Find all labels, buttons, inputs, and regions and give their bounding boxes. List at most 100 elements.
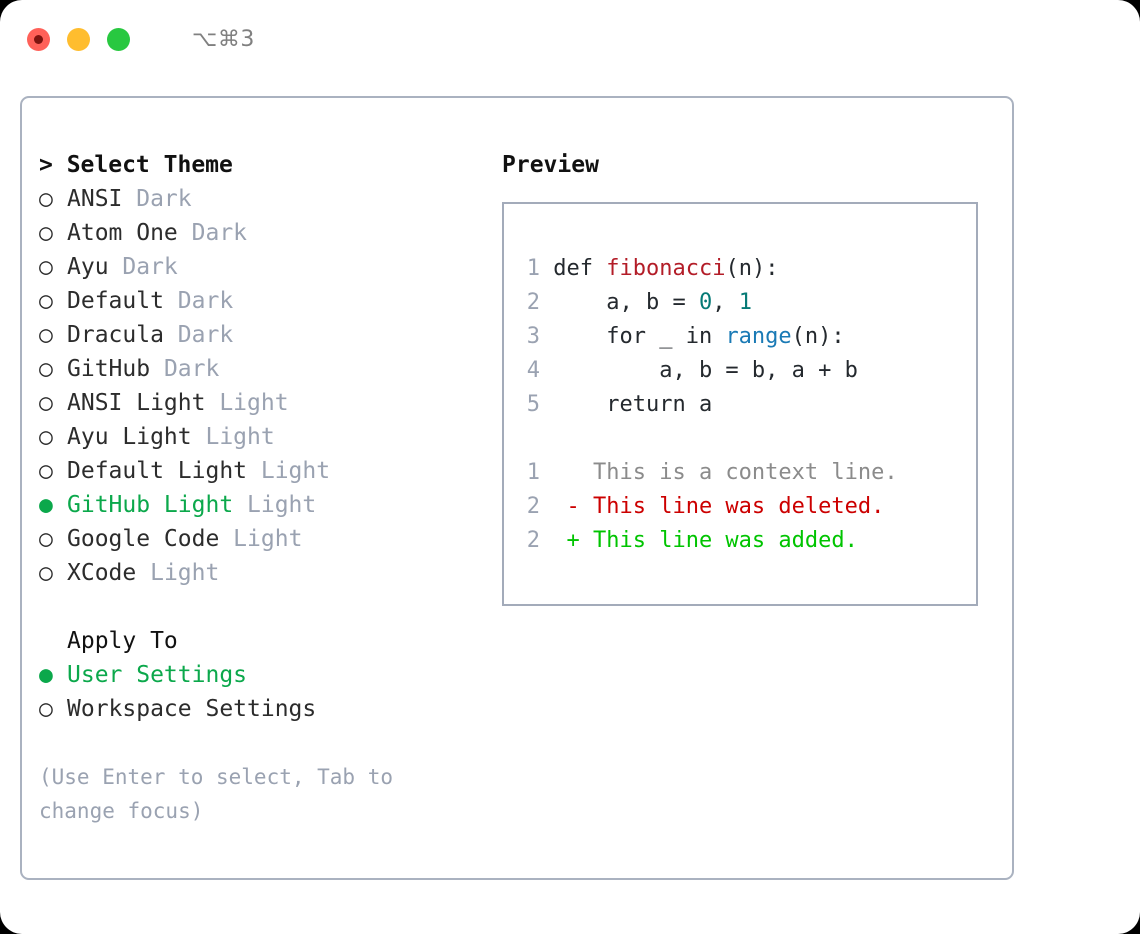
diff-line-ctx: 1 This is a context line. <box>526 456 976 490</box>
theme-option-variant-badge: Dark <box>108 254 178 280</box>
theme-option-variant-badge: Dark <box>177 220 248 246</box>
code-line: 5 return a <box>526 388 976 422</box>
preview-panel: Preview 1 def fibonacci(n):2 a, b = 0, 1… <box>502 148 992 606</box>
theme-option-label: ANSI Light <box>67 390 206 416</box>
content-frame: > Select Theme ○ANSI Dark○Atom One Dark○… <box>20 96 1014 880</box>
radio-selected-icon: ● <box>39 492 53 518</box>
code-gutter-space <box>540 290 553 315</box>
theme-option-variant-badge: Light <box>191 424 275 450</box>
code-token-function: fibonacci <box>606 256 726 281</box>
code-diff-gap <box>526 422 976 456</box>
code-gutter-space <box>540 324 553 349</box>
theme-option-variant-badge: Dark <box>150 356 220 382</box>
close-button[interactable] <box>27 27 50 51</box>
radio-unselected-icon: ○ <box>39 560 53 586</box>
code-line-number: 5 <box>526 392 540 417</box>
hint-spacer <box>39 726 489 760</box>
apply-to-option-label: User Settings <box>67 662 248 688</box>
theme-option-label: Dracula <box>67 322 164 348</box>
code-token-builtin: range <box>725 324 792 349</box>
diff-sample: 1 This is a context line.2 - This line w… <box>526 456 976 558</box>
theme-option-label: Default <box>67 288 164 314</box>
theme-option-0[interactable]: ○ ANSI Dark <box>39 182 489 216</box>
apply-to-option-label: Workspace Settings <box>67 696 317 722</box>
code-line: 1 def fibonacci(n): <box>526 252 976 286</box>
theme-option-2[interactable]: ○Ayu Dark <box>39 250 489 284</box>
radio-unselected-icon: ○ <box>39 390 53 416</box>
radio-unselected-icon: ○ <box>39 288 53 314</box>
diff-line-del: 2 - This line was deleted. <box>526 490 976 524</box>
theme-option-variant-badge: Light <box>247 458 331 484</box>
code-token-plain: , <box>712 290 739 315</box>
theme-option-3[interactable]: ○ Default Dark <box>39 284 489 318</box>
theme-option-8[interactable]: ○ Default Light Light <box>39 454 489 488</box>
theme-option-5[interactable]: ○ GitHub Dark <box>39 352 489 386</box>
code-line: 2 a, b = 0, 1 <box>526 286 976 320</box>
theme-option-7[interactable]: ○ Ayu Light Light <box>39 420 489 454</box>
code-line-number: 3 <box>526 324 540 349</box>
radio-unselected-icon: ○ <box>39 526 53 552</box>
theme-option-label: Google Code <box>67 526 220 552</box>
theme-option-label: Ayu <box>67 254 109 280</box>
radio-unselected-icon: ○ <box>39 186 53 212</box>
code-line-number: 1 <box>526 256 540 281</box>
diff-line-text: - This line was deleted. <box>540 494 885 519</box>
apply-to-option-list: ●User Settings ○ Workspace Settings <box>39 658 489 726</box>
diff-line-number: 2 <box>526 528 540 553</box>
code-token-plain: (n): <box>725 256 779 281</box>
theme-option-9[interactable]: ● GitHub Light Light <box>39 488 489 522</box>
apply-to-option-0[interactable]: ●User Settings <box>39 658 489 692</box>
theme-option-label: GitHub Light <box>67 492 234 518</box>
radio-unselected-icon: ○ <box>39 322 53 348</box>
code-token-plain: a, b = b, a + b <box>553 358 858 383</box>
code-line: 4 a, b = b, a + b <box>526 354 976 388</box>
theme-option-label: Ayu Light <box>67 424 192 450</box>
code-gutter-space <box>540 358 553 383</box>
theme-option-6[interactable]: ○ ANSI Light Light <box>39 386 489 420</box>
theme-option-variant-badge: Light <box>233 492 317 518</box>
theme-option-label: Atom One <box>67 220 178 246</box>
radio-unselected-icon: ○ <box>39 220 53 246</box>
diff-line-add: 2 + This line was added. <box>526 524 976 558</box>
theme-option-label: XCode <box>67 560 137 586</box>
apply-to-option-1[interactable]: ○ Workspace Settings <box>39 692 489 726</box>
minimize-button[interactable] <box>67 27 90 51</box>
theme-option-10[interactable]: ○Google Code Light <box>39 522 489 556</box>
theme-option-variant-badge: Dark <box>122 186 192 212</box>
theme-option-4[interactable]: ○Dracula Dark <box>39 318 489 352</box>
radio-unselected-icon: ○ <box>39 424 53 450</box>
theme-option-11[interactable]: ○ XCode Light <box>39 556 489 590</box>
radio-unselected-icon: ○ <box>39 696 53 722</box>
zoom-button[interactable] <box>107 27 130 51</box>
theme-picker-panel: > Select Theme ○ANSI Dark○Atom One Dark○… <box>39 148 489 828</box>
code-gutter-space <box>540 256 553 281</box>
apply-to-heading: Apply To <box>67 628 178 654</box>
code-line: 3 for _ in range(n): <box>526 320 976 354</box>
theme-option-variant-badge: Light <box>136 560 220 586</box>
code-line-number: 2 <box>526 290 540 315</box>
code-token-plain: (n): <box>791 324 845 349</box>
keyboard-shortcut-label: ⌥⌘3 <box>192 26 255 52</box>
theme-option-list: ○ANSI Dark○Atom One Dark○Ayu Dark○Defaul… <box>39 182 489 590</box>
theme-option-1[interactable]: ○ Atom One Dark <box>39 216 489 250</box>
radio-unselected-icon: ○ <box>39 458 53 484</box>
radio-unselected-icon: ○ <box>39 356 53 382</box>
theme-option-label: GitHub <box>67 356 151 382</box>
theme-option-variant-badge: Light <box>205 390 289 416</box>
code-line-number: 4 <box>526 358 540 383</box>
diff-line-number: 1 <box>526 460 540 485</box>
code-token-plain: a, b = <box>553 290 699 315</box>
diff-line-text: + This line was added. <box>540 528 858 553</box>
keyboard-hint-text: (Use Enter to select, Tab to change focu… <box>39 765 406 823</box>
code-token-plain: return a <box>553 392 713 417</box>
theme-option-label: ANSI <box>67 186 123 212</box>
code-token-plain: for _ in <box>553 324 726 349</box>
diff-line-number: 2 <box>526 494 540 519</box>
section-spacer <box>39 590 489 624</box>
code-token-number: 0 <box>698 290 713 315</box>
theme-option-label: Default Light <box>67 458 248 484</box>
theme-option-variant-badge: Dark <box>163 288 234 314</box>
